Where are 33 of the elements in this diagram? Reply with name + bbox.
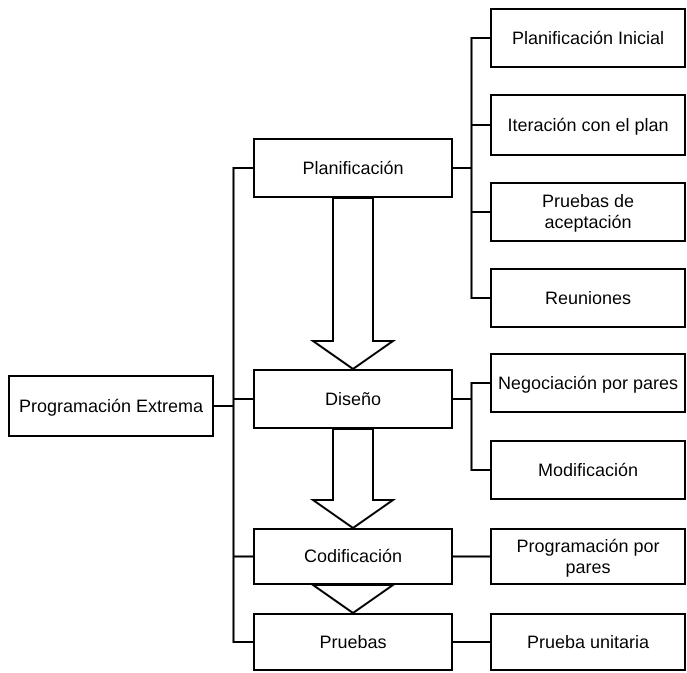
box-label: Iteración con el plan [507,114,669,136]
process-box [490,613,686,671]
box-label: Pruebas de aceptación [540,191,636,233]
process-box [253,613,453,671]
process-box [490,182,686,242]
block-arrow [310,197,396,370]
box-label: Planificación Inicial [512,28,664,48]
box-label: Reuniones [544,288,632,308]
block-arrow [310,428,396,530]
process-box [490,353,686,413]
connector-line [453,398,490,471]
box-label: Codificación [304,546,402,567]
process-box [490,268,686,328]
box-label: Modificación [538,460,638,480]
connector-line [453,641,490,643]
block-arrow [310,584,396,614]
connector-line [453,556,490,558]
process-box [490,528,686,585]
process-box [490,440,686,500]
box-label: Prueba unitaria [526,632,650,652]
process-box [253,369,453,429]
box-label: Pruebas [319,632,387,652]
box-label: Programación por pares [515,536,661,578]
box-label: Negociación por pares [498,372,678,394]
process-box [253,138,453,198]
connector-line [214,405,253,643]
process-box [8,375,214,437]
process-box [490,94,686,156]
process-box [253,528,453,585]
box-label: Programación Extrema [18,396,204,416]
box-label: Planificación [302,158,404,178]
process-box [490,8,686,68]
box-label: Diseño [324,388,382,410]
